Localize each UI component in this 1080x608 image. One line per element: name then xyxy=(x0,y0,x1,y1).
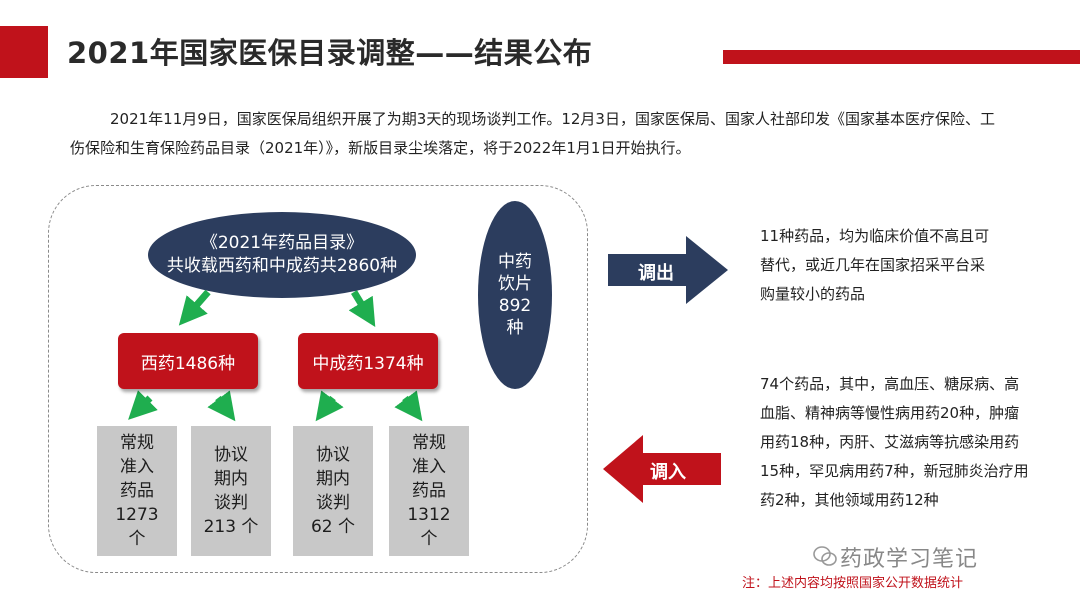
box-line: 准入 xyxy=(412,457,446,477)
catalog-diagram-frame xyxy=(48,185,588,573)
box-line: 个 xyxy=(420,529,438,549)
box-line: 期内 xyxy=(214,469,248,489)
west-regular-box: 常规 准入 药品 1273 个 xyxy=(97,426,177,556)
in-label: 调入 xyxy=(650,462,686,483)
wechat-icon xyxy=(813,546,837,566)
box-line: 1312 xyxy=(407,505,451,525)
catalog-title: 《2021年药品目录》 xyxy=(200,233,364,253)
catalog-total: 共收载西药和中成药共2860种 xyxy=(166,256,398,276)
west-negotiated-box: 协议 期内 谈判 213 个 xyxy=(191,426,271,556)
box-line: 协议 xyxy=(214,445,248,465)
box-line: 1273 xyxy=(115,505,159,525)
herbal-pieces-ellipse: 中药 饮片 892 种 xyxy=(478,201,552,389)
box-line: 62 个 xyxy=(310,517,356,537)
herb-line: 饮片 xyxy=(498,274,532,294)
in-arrow-icon xyxy=(603,435,721,503)
title-rule xyxy=(723,50,1080,64)
arrow-to-box3 xyxy=(315,390,344,422)
tcm-regular-box: 常规 准入 药品 1312 个 xyxy=(389,426,469,556)
box-line: 药品 xyxy=(412,481,446,501)
box-line: 个 xyxy=(128,529,146,549)
western-drugs-box: 西药1486种 xyxy=(118,333,258,389)
herb-line: 中药 xyxy=(498,252,532,272)
box-line: 213 个 xyxy=(203,517,259,537)
box-line: 常规 xyxy=(412,433,446,453)
out-description: 11种药品，均为临床价值不高且可替代，或近几年在国家招采平台采购量较小的药品 xyxy=(760,227,990,303)
box-line: 准入 xyxy=(120,457,154,477)
tcm-negotiated-box: 协议 期内 谈判 62 个 xyxy=(293,426,373,556)
intro-paragraph: 2021年11月9日，国家医保局组织开展了为期3天的现场谈判工作。12月3日，国… xyxy=(70,110,995,157)
watermark-text: 药政学习笔记 xyxy=(840,547,979,572)
page-title: 2021年国家医保目录调整——结果公布 xyxy=(67,36,593,70)
tcm-drugs-box: 中成药1374种 xyxy=(298,333,438,389)
box-line: 协议 xyxy=(316,445,350,465)
arrow-to-tcm xyxy=(348,290,376,327)
arrow-to-box1 xyxy=(128,390,158,420)
footnote: 注：上述内容均按照国家公开数据统计 xyxy=(742,576,964,591)
box-line: 期内 xyxy=(316,469,350,489)
box-line: 常规 xyxy=(120,433,154,453)
box-line: 谈判 xyxy=(316,493,350,513)
arrow-to-box2 xyxy=(207,390,236,422)
herb-line: 892 xyxy=(498,296,532,316)
arrow-to-box4 xyxy=(394,390,423,422)
in-description: 74个药品，其中，高血压、糖尿病、高血脂、精神病等慢性病用药20种，肿瘤用药18… xyxy=(760,375,1029,509)
out-arrow-icon xyxy=(608,236,728,304)
arrow-to-west xyxy=(178,289,211,326)
box-line: 谈判 xyxy=(214,493,248,513)
catalog-total-ellipse: 《2021年药品目录》 共收载西药和中成药共2860种 xyxy=(148,212,416,298)
herb-line: 种 xyxy=(506,318,524,338)
out-label: 调出 xyxy=(638,263,674,284)
title-accent-bar xyxy=(0,26,48,78)
box-line: 药品 xyxy=(120,481,154,501)
